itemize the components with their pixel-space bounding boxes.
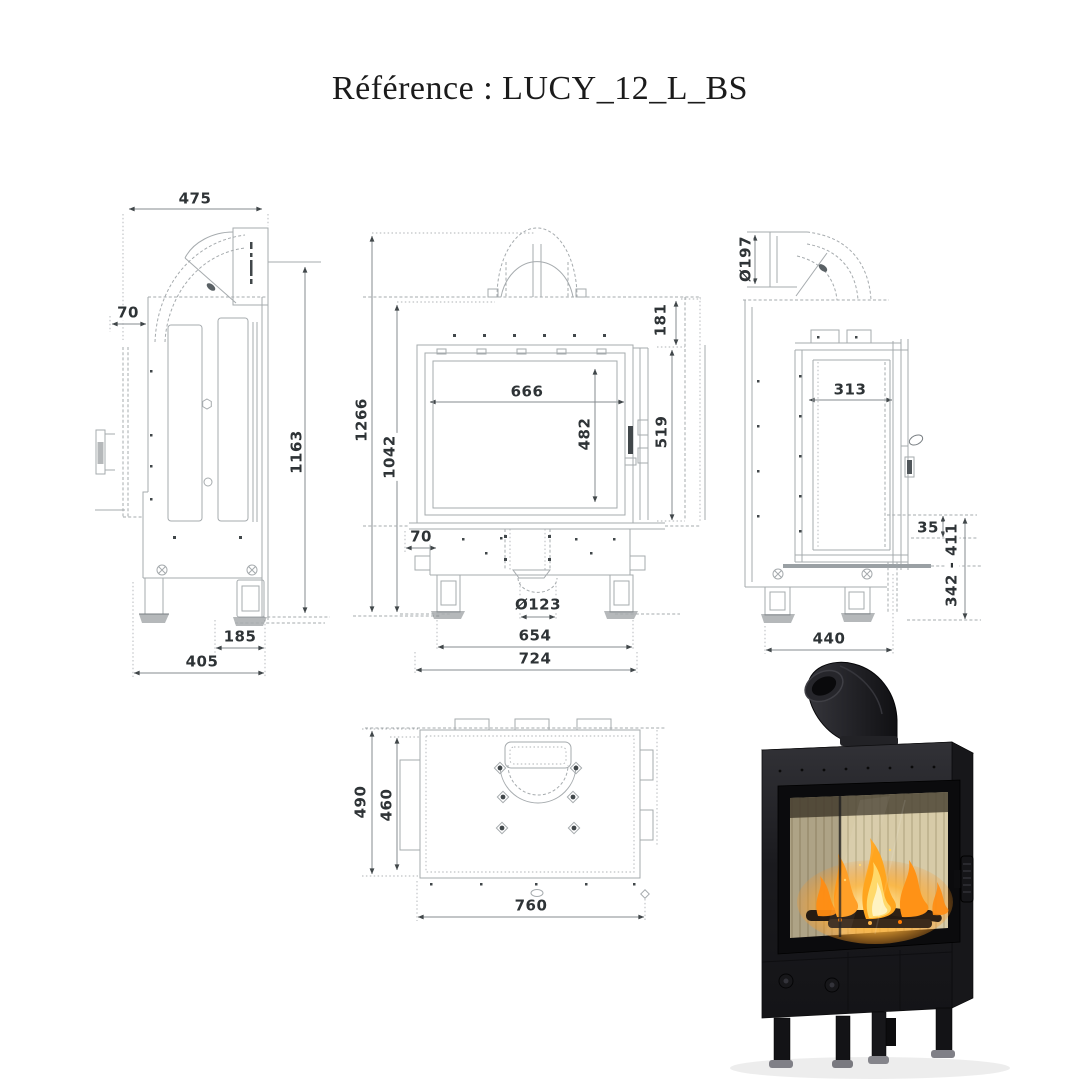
dim-front-width-body: 654	[516, 626, 554, 645]
legs-outline	[745, 562, 898, 623]
fire	[797, 838, 953, 944]
flue-elbow	[804, 661, 898, 743]
dim-right-glass-width: 313	[831, 380, 869, 399]
body-outline	[363, 296, 706, 524]
dim-left-foot-offset: 185	[221, 627, 259, 646]
body-outline	[365, 718, 665, 879]
right-side-view	[725, 210, 1015, 685]
dim-front-inlet-diameter: Ø123	[512, 595, 564, 614]
page-title: Référence : LUCY_12_L_BS	[331, 70, 749, 107]
floor-shadow	[730, 1057, 1010, 1079]
dim-right-base-gap: 35	[915, 518, 941, 537]
dim-top-depth-total: 490	[351, 783, 370, 821]
flue-elbow-outline	[154, 227, 269, 343]
dim-left-width-top: 475	[176, 189, 214, 208]
dim-top-width-total: 760	[512, 896, 550, 915]
dim-front-glass-width: 666	[508, 382, 546, 401]
front-view	[345, 220, 715, 685]
dimension-lines	[353, 232, 701, 674]
flue-dome-outline	[487, 227, 587, 298]
left-side-drawing	[95, 206, 330, 677]
dim-left-rear-offset: 70	[115, 303, 141, 322]
right-side-drawing	[743, 231, 983, 654]
base-and-legs	[761, 950, 955, 1068]
dim-front-width-total: 724	[516, 649, 554, 668]
top-drawing	[362, 718, 665, 921]
dimension-lines	[109, 206, 330, 677]
fireplace-illustration	[730, 661, 1010, 1079]
dim-left-depth-total: 405	[183, 652, 221, 671]
product-photo	[730, 650, 1080, 1080]
dim-front-glass-height: 482	[575, 415, 594, 453]
dim-right-depth-body: 440	[810, 629, 848, 648]
dim-front-door-height: 519	[652, 413, 671, 451]
fasteners	[430, 883, 650, 899]
dim-top-depth-body: 460	[377, 786, 396, 824]
door-handle	[954, 855, 974, 903]
dimension-lines	[362, 728, 646, 921]
dimension-lines	[747, 231, 981, 654]
flue-elbow-outline	[769, 231, 872, 301]
dim-right-flue-diameter: Ø197	[736, 233, 755, 285]
left-side-view	[95, 190, 335, 690]
dim-front-height-max: 1266	[352, 396, 371, 444]
glass-door	[777, 779, 961, 955]
flue-collar-outline	[493, 741, 583, 835]
top-view	[350, 695, 680, 930]
front-drawing	[353, 227, 706, 674]
body-outline	[95, 296, 269, 620]
dim-front-top-section: 181	[651, 301, 670, 339]
body-outline	[743, 299, 983, 587]
dim-front-height-body: 1042	[380, 433, 399, 481]
legs-outline	[139, 564, 325, 626]
base-outline	[363, 522, 701, 619]
dim-right-leg-range: 342 - 411	[942, 521, 961, 609]
dim-left-height-total: 1163	[287, 428, 306, 476]
dim-front-base-inset: 70	[408, 527, 434, 546]
